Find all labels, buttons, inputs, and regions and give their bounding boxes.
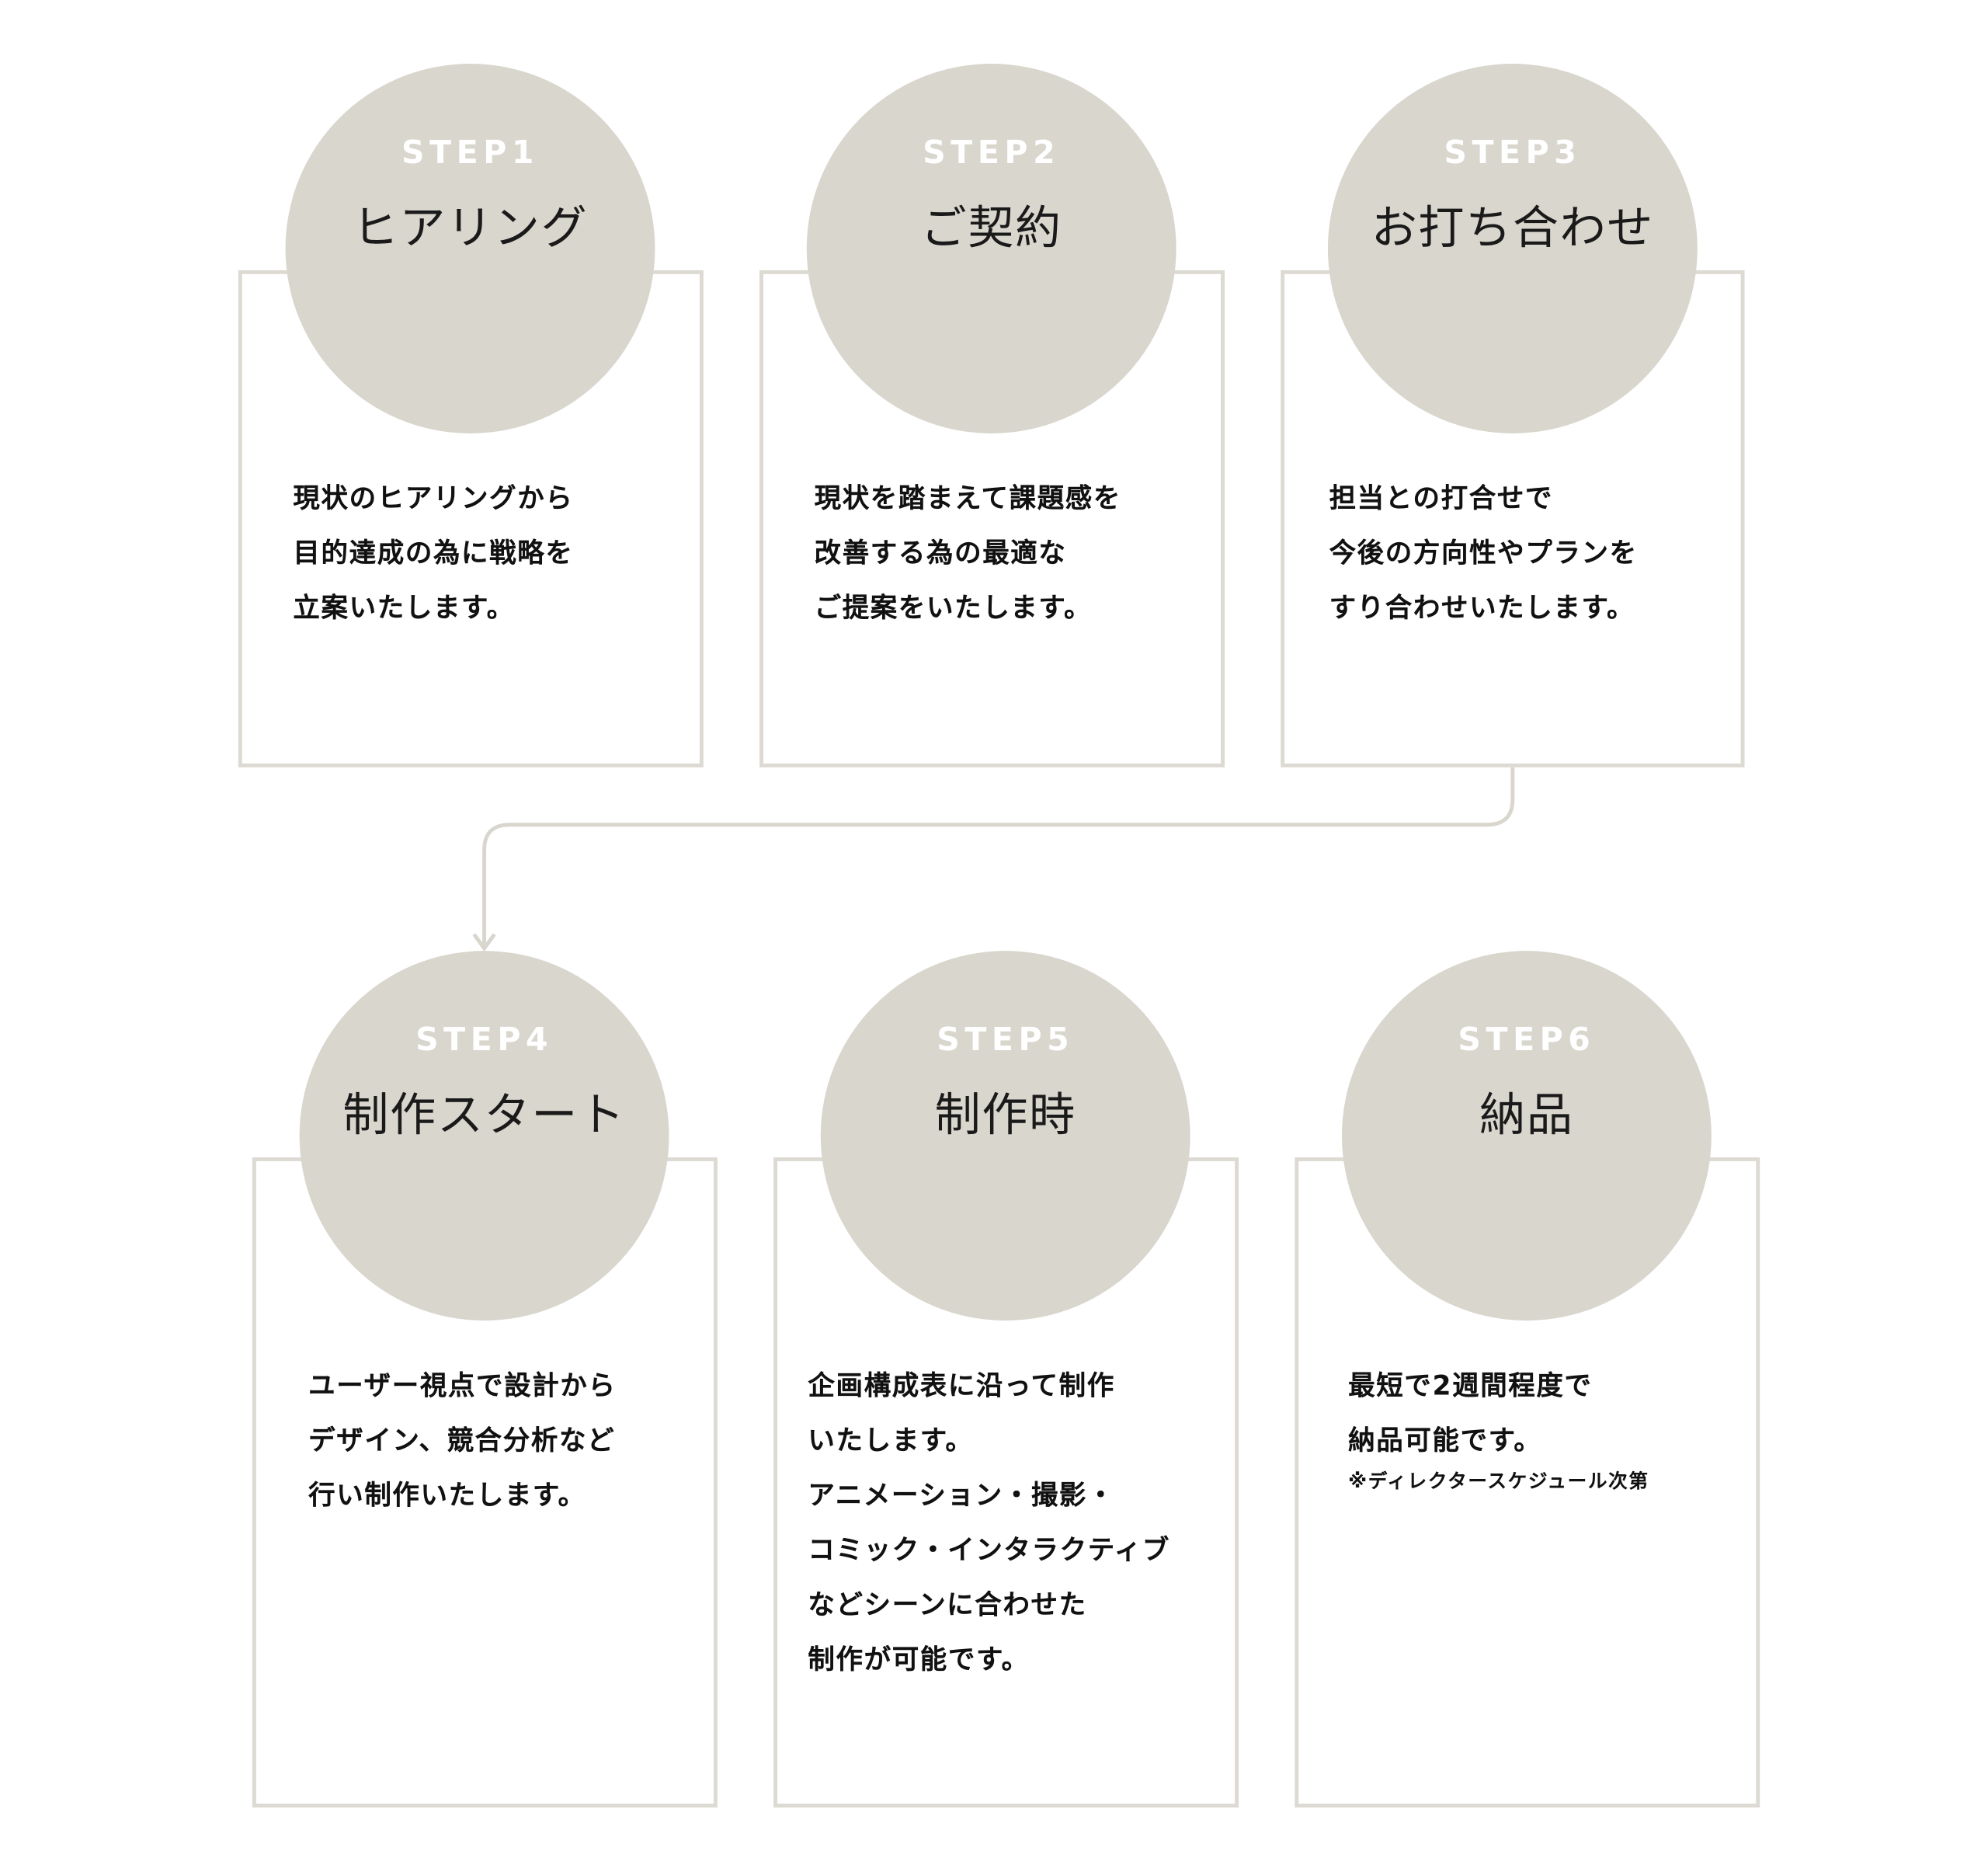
step-label: STEP6 (1458, 1021, 1596, 1059)
description-line: 改善する為の最適な (814, 538, 1067, 569)
description-line: デザイン、競合分析など (308, 1425, 616, 1456)
step-card-2 (759, 270, 1225, 767)
step-title: ご契約 (920, 202, 1062, 256)
step-label: STEP3 (1444, 134, 1582, 171)
step-description-4: ユーザー視点で設計から デザイン、競合分析など 行い制作いたします。 (308, 1359, 616, 1523)
description-line: すり合わせいたします。 (1329, 593, 1635, 624)
description-line: いたします。 (808, 1425, 974, 1456)
description-line: 行い制作いたします。 (308, 1480, 586, 1511)
step-circle-4: STEP4 制作スタート (299, 951, 669, 1321)
step-description-3: 担当との打合せで 今後の方向性やプランを すり合わせいたします。 (1329, 471, 1638, 636)
step-label: STEP4 (415, 1021, 554, 1059)
step-title: 制作スタート (342, 1090, 626, 1143)
step-label: STEP5 (937, 1021, 1075, 1059)
step-circle-6: STEP6 納品 (1341, 951, 1712, 1321)
step-circle-2: STEP2 ご契約 (806, 64, 1176, 433)
description-line: 現状を踏まえて課題感を (814, 482, 1122, 514)
description-line: 担当との打合せで (1329, 482, 1554, 514)
description-line: ご提案をいたします。 (814, 593, 1093, 624)
step-description-5: 企画構成表に沿って制作 いたします。 アニメーション・撮影・ コミック・インタラ… (808, 1359, 1170, 1687)
step-title: ヒアリング (352, 202, 589, 256)
step-description-1: 現状のヒアリングから 目的達成の為に戦略を 立案いたします。 (293, 471, 573, 636)
step-title: お打ち合わせ (1371, 202, 1655, 256)
description-line: 最短で2週間程度で (1348, 1370, 1593, 1401)
description-line: 企画構成表に沿って制作 (808, 1370, 1115, 1401)
schedule-note: ※ディレクタースケジュール次第 (1348, 1470, 1649, 1493)
step-description-2: 現状を踏まえて課題感を 改善する為の最適な ご提案をいたします。 (815, 471, 1121, 636)
step-label: STEP1 (401, 134, 540, 171)
description-line: ユーザー視点で設計から (308, 1370, 617, 1401)
description-line: 立案いたします。 (293, 593, 515, 624)
step-label: STEP2 (923, 134, 1061, 171)
description-line: 今後の方向性やプランを (1329, 538, 1638, 569)
description-line: 目的達成の為に戦略を (293, 538, 574, 569)
step-description-6: 最短で2週間程度で 納品可能です。 ※ディレクタースケジュール次第 (1348, 1359, 1649, 1494)
description-line: などシーンに合わせた (808, 1589, 1087, 1620)
step-title: 制作時 (934, 1090, 1076, 1143)
description-line: 制作が可能です。 (808, 1644, 1030, 1675)
description-line: コミック・インタラクティブ (808, 1534, 1170, 1566)
description-line: アニメーション・撮影・ (808, 1480, 1116, 1511)
description-line: 納品可能です。 (1348, 1425, 1542, 1456)
description-line: 現状のヒアリングから (293, 482, 574, 514)
step-circle-1: STEP1 ヒアリング (285, 64, 655, 433)
step-circle-5: STEP5 制作時 (820, 951, 1190, 1321)
step-circle-3: STEP3 お打ち合わせ (1327, 64, 1698, 433)
step-title: 納品 (1479, 1090, 1574, 1143)
